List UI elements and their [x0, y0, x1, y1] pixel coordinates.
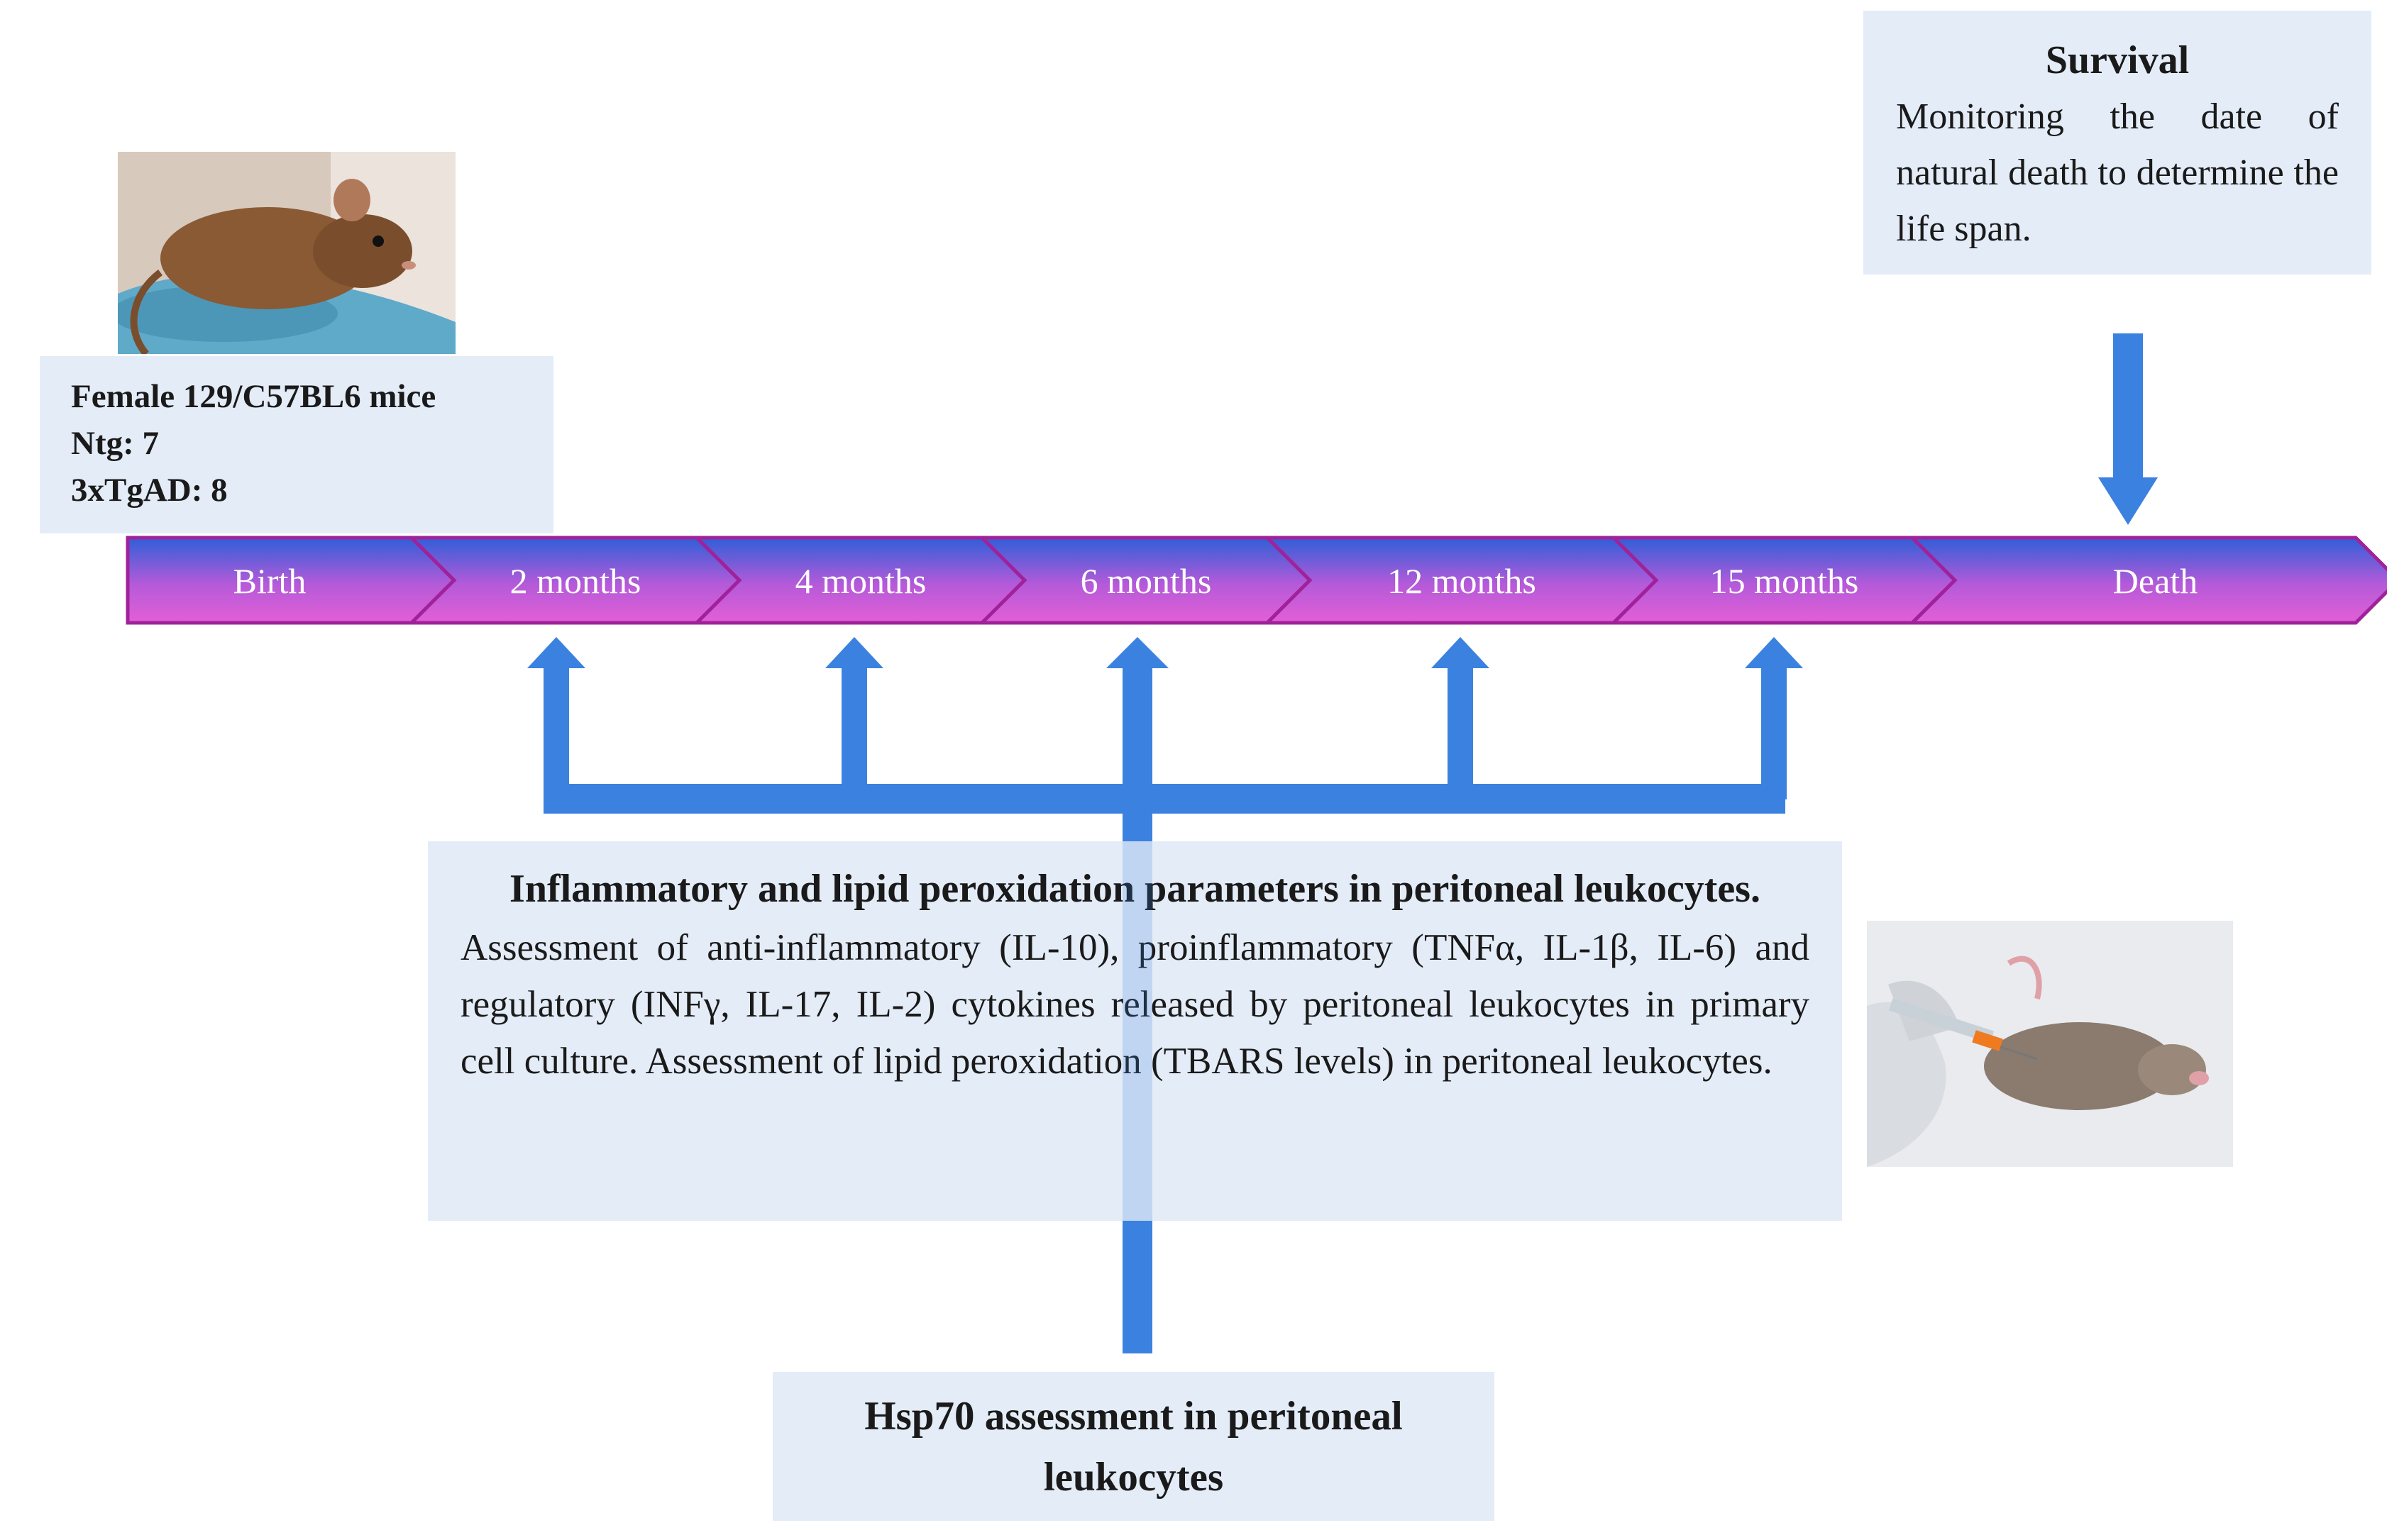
arrowhead-4-months-icon: [825, 637, 883, 668]
survival-title: Survival: [2045, 38, 2190, 82]
inflammation-title: Inflammatory and lipid peroxidation para…: [509, 867, 1760, 911]
death-arrow-shaft: [2113, 333, 2143, 479]
timeline-label-4-months: 4 months: [795, 561, 927, 601]
timeline-segment-death: [1907, 536, 2387, 625]
inflammation-box: Inflammatory and lipid peroxidation para…: [428, 841, 1842, 1221]
mouse-photo-icon: [118, 152, 456, 354]
bracket-stem-4-months: [842, 667, 867, 799]
timeline-label-birth: Birth: [233, 561, 307, 601]
hsp70-box: Hsp70 assessment in peritoneal leukocyte…: [773, 1372, 1494, 1521]
cohort-3xtgad-count: 3xTgAD: 8: [71, 472, 228, 509]
hsp70-title: Hsp70 assessment in peritoneal leukocyte…: [864, 1394, 1403, 1500]
bracket-bar: [544, 784, 1785, 814]
arrowhead-15-months-icon: [1745, 637, 1803, 668]
cohort-strain: Female 129/C57BL6 mice: [71, 378, 436, 415]
inflammation-description: Assessment of anti-inflammatory (IL-10),…: [461, 927, 1809, 1082]
timeline-label-15-months: 15 months: [1710, 561, 1859, 601]
timeline-label-6-months: 6 months: [1081, 561, 1212, 601]
cohort-ntg-count: Ntg: 7: [71, 425, 159, 462]
mouse-photo: [118, 152, 456, 354]
bracket-stem-2-months: [544, 667, 569, 799]
injection-photo-icon: [1867, 921, 2233, 1167]
bracket-stem-12-months: [1448, 667, 1473, 799]
timeline-bar: Birth 2 months 4 months 6 months 12 months 15…: [126, 536, 2387, 625]
timeline-label-2-months: 2 months: [510, 561, 641, 601]
bracket-stem-15-months: [1761, 667, 1787, 799]
central-stem-overlay: [1123, 841, 1152, 1221]
injection-photo: [1867, 921, 2233, 1167]
arrowhead-12-months-icon: [1431, 637, 1489, 668]
cohort-info-box: Female 129/C57BL6 mice Ntg: 7 3xTgAD: 8: [40, 356, 553, 533]
arrowhead-2-months-icon: [527, 637, 585, 668]
survival-description: Monitoring the date of natural death to …: [1896, 96, 2339, 249]
arrow-down-icon: [2098, 477, 2158, 525]
timeline-label-12-months: 12 months: [1387, 561, 1536, 601]
arrowhead-6-months-icon: [1106, 637, 1169, 668]
survival-box: Survival Monitoring the date of natural …: [1863, 11, 2371, 275]
timeline-label-death: Death: [2113, 561, 2198, 601]
